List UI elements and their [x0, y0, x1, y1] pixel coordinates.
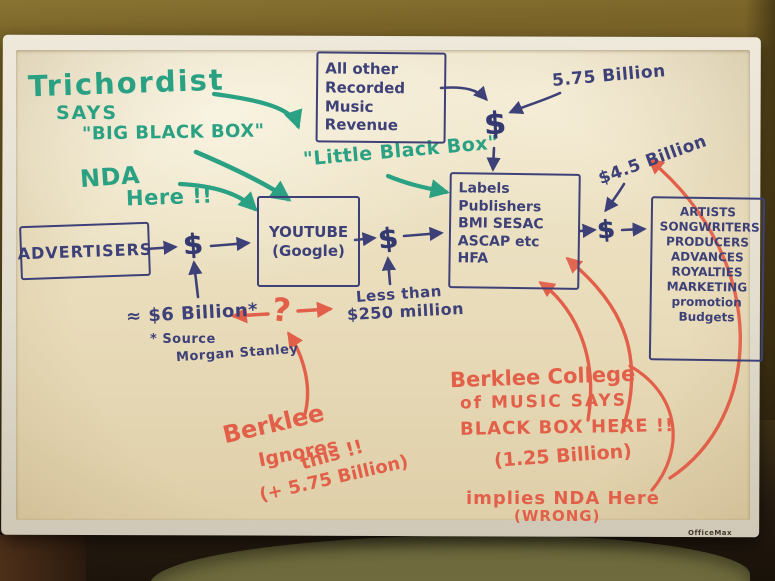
- youtube-line: (Google): [272, 241, 345, 260]
- says-label: SAYS: [56, 102, 119, 124]
- berklee-college-line: BLACK BOX HERE !!: [459, 415, 675, 440]
- other-revenue-line: Recorded Music: [324, 78, 406, 116]
- other-revenue-box: All other Recorded Music Revenue: [315, 51, 447, 144]
- artists-line: PRODUCERS: [666, 234, 750, 250]
- nda-here-label: Here !!: [125, 183, 213, 211]
- question-mark-label: ?: [270, 290, 293, 330]
- berklee-college-line: (WRONG): [514, 507, 601, 525]
- dollar-sign-other-revenue: $: [483, 105, 507, 143]
- artists-line: promotion: [671, 294, 742, 310]
- trichordist-label: Trichordist: [27, 62, 226, 104]
- labels-line: ASCAP etc: [457, 232, 540, 250]
- dollar-sign-advertisers: $: [181, 227, 204, 262]
- labels-publishers-box: Labels Publishers BMI SESAC ASCAP etc HF…: [448, 172, 581, 290]
- dollar-sign-labels: $: [595, 214, 616, 245]
- berklee-college-line: of MUSIC SAYS: [459, 390, 628, 414]
- youtube-line: YOUTUBE: [268, 222, 349, 241]
- source-label: * Source: [150, 332, 216, 347]
- board-brand-label: OfficeMax: [688, 529, 733, 537]
- youtube-box: YOUTUBE (Google): [257, 196, 360, 287]
- labels-line: Labels: [458, 180, 510, 197]
- artists-line: MARKETING: [666, 279, 748, 295]
- labels-line: BMI SESAC: [457, 215, 544, 233]
- artists-line: ROYALTIES: [671, 264, 743, 280]
- artists-line: ARTISTS: [679, 204, 737, 220]
- floor-object: [0, 535, 86, 581]
- advertisers-box: ADVERTISERS: [17, 221, 153, 281]
- berklee-college-line: implies NDA Here: [466, 488, 660, 509]
- other-revenue-line: Revenue: [324, 115, 399, 135]
- artists-line: ADVANCES: [670, 249, 744, 265]
- advertisers-label: ADVERTISERS: [17, 239, 153, 263]
- couch: [150, 535, 750, 581]
- labels-line: Publishers: [458, 197, 542, 215]
- artists-line: Budgets: [678, 309, 735, 325]
- artists-box: ARTISTS SONGWRITERS PRODUCERS ADVANCES R…: [648, 196, 766, 362]
- big-black-box-label: "BIG BLACK BOX": [81, 120, 265, 145]
- artists-line: SONGWRITERS: [659, 219, 760, 235]
- labels-line: HFA: [457, 250, 489, 267]
- other-revenue-line: All other: [325, 59, 399, 79]
- dollar-sign-youtube: $: [376, 221, 400, 256]
